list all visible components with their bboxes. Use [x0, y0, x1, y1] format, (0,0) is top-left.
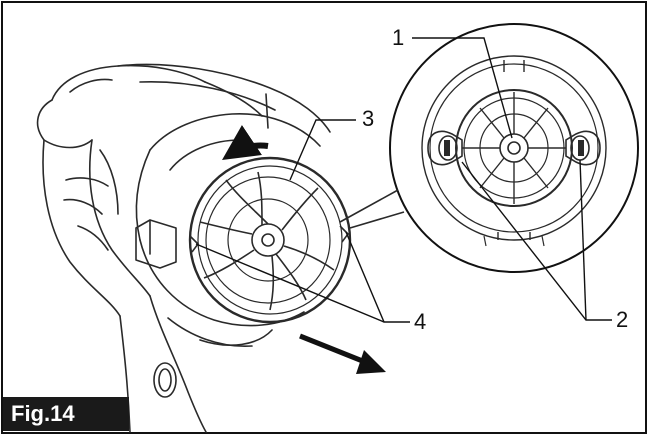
callout-4: 4	[414, 309, 427, 334]
callout-2: 2	[616, 307, 629, 332]
leader-4b	[345, 231, 385, 323]
leader-2b	[579, 159, 587, 321]
rotate-arrow	[222, 125, 269, 160]
callout-3: 3	[362, 106, 375, 131]
pull-arrow	[299, 333, 371, 367]
leader-3	[289, 119, 356, 181]
figure-label: Fig.14	[3, 397, 129, 431]
callout-1: 1	[392, 25, 405, 50]
fan-cover-installed	[188, 156, 352, 324]
zoom-detail	[339, 23, 639, 273]
leader-lines	[195, 37, 612, 323]
leader-1	[412, 37, 513, 139]
pull-arrow-head	[356, 350, 386, 374]
tool-body	[36, 63, 331, 433]
